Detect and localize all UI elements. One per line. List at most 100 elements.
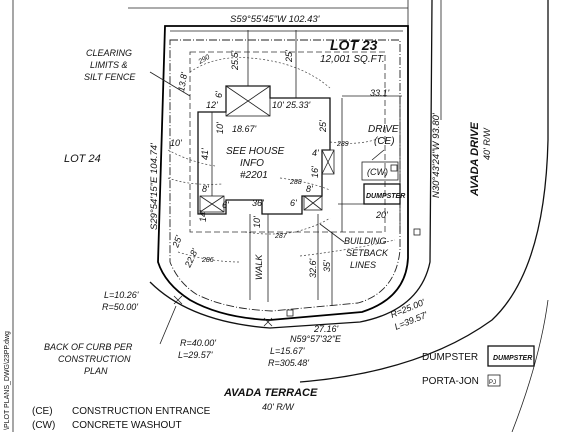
bearing-west: S29°54'15"E 104.74' (149, 142, 160, 230)
dim-25-r: 25' (318, 120, 328, 133)
building-setback-line (189, 51, 386, 233)
dim-22-8: 22.8' (182, 247, 200, 270)
setback-label-3: LINES (350, 260, 376, 270)
leader-drive (371, 149, 385, 161)
cw-label: (CW) (367, 167, 388, 177)
contour-label-286: 286 (201, 257, 214, 264)
legend-cw-code: (CW) (32, 420, 55, 431)
legend-portajon-symbol: PJ (489, 380, 496, 386)
drive-label: DRIVE (368, 124, 399, 135)
contour-290 (189, 57, 331, 89)
dim-32-6: 32.6' (308, 258, 318, 278)
dim-16: 16' (310, 166, 320, 178)
bearing-east: N30°43'24"W 93.80' (431, 112, 442, 198)
lot-boundary (157, 25, 409, 321)
setback-label-1: BUILDING (344, 236, 387, 246)
dim-18-67: 18.67' (232, 124, 257, 134)
dim-10a: 10' (272, 100, 284, 110)
legend-cw-text: CONCRETE WASHOUT (72, 420, 182, 431)
legend-portajon-label: PORTA-JON (422, 376, 479, 387)
corner-mark-right (413, 228, 421, 236)
bearing-north: S59°55'45"W 102.43' (230, 14, 321, 25)
leader-clearing (149, 71, 191, 97)
street-side-row: 40' R/W (482, 127, 492, 160)
dim-25-top: 25' (284, 50, 294, 63)
clearing-label-1: CLEARING (86, 48, 132, 58)
stoop-left-x (199, 195, 225, 213)
washout-box (361, 161, 399, 181)
legend-portajon-symbol-box (487, 374, 501, 387)
dim-10b: 10' (215, 122, 225, 134)
contour-label-287: 287 (274, 233, 288, 240)
driveway (341, 95, 402, 232)
dim-25-33: 25.33' (285, 100, 311, 110)
dim-35: 35' (322, 260, 332, 272)
dim-20: 20' (375, 210, 388, 220)
curb-label-3: PLAN (84, 366, 108, 376)
contour-288 (167, 177, 331, 191)
dim-8b: 8' (306, 184, 313, 194)
leader-setback (319, 223, 345, 243)
stoop-right-x (303, 195, 323, 211)
curb-label-2: CONSTRUCTION (58, 354, 131, 364)
street-side-name: AVADA DRIVE (469, 122, 481, 197)
dim-13-8: 13.8' (176, 71, 189, 92)
garage-box (321, 149, 335, 175)
contour-label-290: 290 (197, 54, 212, 66)
house-info-2: INFO (240, 158, 264, 169)
lot-title: LOT 23 (330, 37, 378, 53)
dim-36: 36' (252, 198, 264, 208)
lot-area: 12,001 SQ.FT. (320, 54, 385, 65)
clearing-label-3: SILT FENCE (84, 72, 136, 82)
bearing-front: N59°57'32"E (290, 334, 342, 344)
stoop-right (303, 195, 323, 211)
legend-dumpster-symbol-box (487, 345, 535, 367)
corner-mark-left (173, 295, 183, 305)
dim-6a: 6' (214, 91, 224, 98)
street-front-name: AVADA TERRACE (223, 387, 318, 399)
road-edge-bottom (299, 0, 549, 383)
house-info-1: SEE HOUSE (226, 146, 285, 157)
dim-8a: 8' (202, 184, 209, 194)
dim-14: 14' (198, 210, 208, 222)
curb-line (149, 0, 433, 329)
ce-label: (CE) (374, 136, 395, 147)
curve-left-r: R=50.00' (102, 302, 138, 312)
curve-front-l: L=15.67' (270, 346, 305, 356)
curve-mid-r: R=40.00' (180, 338, 216, 348)
dim-6c: 6' (290, 198, 297, 208)
road-far-edge (511, 299, 549, 432)
curve-left-l: L=10.26' (104, 290, 139, 300)
front-dimension: 27.16' (313, 324, 339, 334)
contour-label-288: 288 (289, 179, 302, 186)
house-info-3: #2201 (240, 170, 268, 181)
dim-10c: 10' (170, 138, 182, 148)
curve-front-r: R=305.48' (268, 358, 309, 368)
leader-curb (159, 305, 177, 345)
walk-label: WALK (254, 254, 264, 280)
dim-33-1: 33.1' (370, 88, 390, 98)
dim-25-l: 25' (170, 234, 184, 250)
clearing-label-2: LIMITS & (90, 60, 128, 70)
contour-289 (167, 137, 381, 167)
contour-286 (177, 239, 396, 263)
dim-41: 41' (200, 148, 210, 160)
legend-dumpster-label: DUMPSTER (422, 352, 478, 363)
curve-mid-l: L=29.57' (178, 350, 213, 360)
portajon-box (390, 164, 398, 172)
silt-fence (169, 39, 401, 312)
dim-10d: 10' (252, 216, 262, 228)
dumpster-box (363, 183, 401, 205)
garage-x (321, 149, 335, 175)
dim-6b: 6' (222, 200, 229, 210)
setback-label-2: SETBACK (346, 248, 389, 258)
legend-ce-text: CONSTRUCTION ENTRANCE (72, 406, 211, 417)
curb-label-1: BACK OF CURB PER (44, 342, 133, 352)
street-front-row: 40' R/W (262, 402, 295, 412)
dim-12: 12' (206, 100, 218, 110)
legend: DUMPSTER DUMPSTER PORTA-JON PJ (CE) CONS… (32, 345, 535, 431)
legend-dumpster-symbol: DUMPSTER (493, 355, 532, 362)
sidebar-file-path: \PLOT PLANS_DWG\23PP.dwg (4, 331, 11, 430)
dumpster-label: DUMPSTER (366, 193, 405, 200)
